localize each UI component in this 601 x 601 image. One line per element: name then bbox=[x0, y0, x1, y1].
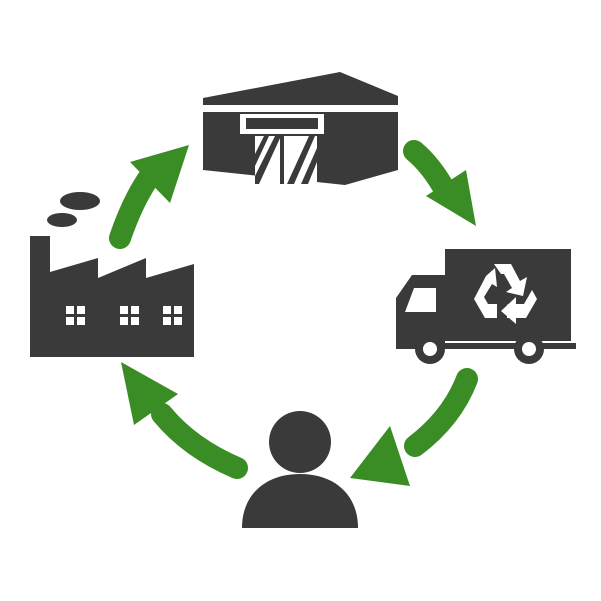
smoke-puff-icon bbox=[60, 192, 100, 210]
factory-windows bbox=[66, 306, 182, 325]
arrow-truck-to-consumer bbox=[350, 368, 478, 486]
recycling-truck-icon bbox=[396, 249, 576, 364]
person-icon bbox=[242, 411, 358, 528]
arrow-store-to-truck bbox=[403, 140, 476, 226]
arrow-factory-to-store bbox=[109, 145, 189, 249]
smoke-puff-icon bbox=[47, 213, 77, 227]
recycle-symbol-icon bbox=[474, 264, 537, 324]
factory-icon bbox=[30, 192, 194, 357]
arrow-consumer-to-factory bbox=[121, 362, 248, 479]
store-icon bbox=[203, 72, 398, 185]
